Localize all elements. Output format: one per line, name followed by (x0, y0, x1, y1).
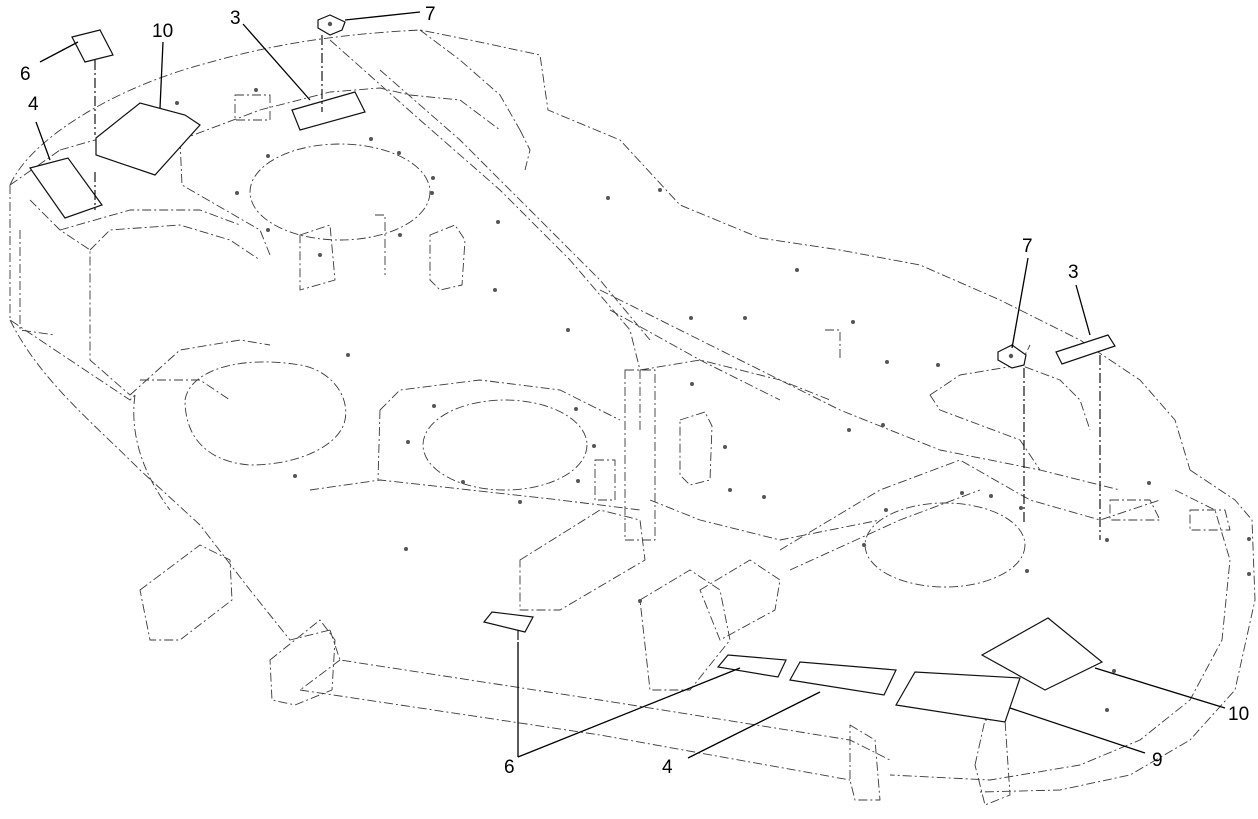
decal-9-bottom (895, 671, 1021, 723)
callouts: 3 7 6 10 4 7 3 10 9 4 6 (20, 4, 1249, 778)
callout-3-right: 3 (1068, 262, 1079, 283)
callout-10-top: 10 (152, 21, 173, 42)
leader-lines (35, 11, 1226, 759)
bolt-holes (175, 88, 1251, 712)
callout-4-top: 4 (28, 94, 39, 115)
spindle-openings (184, 143, 1026, 588)
callout-3-top: 3 (230, 8, 241, 29)
callout-9-bottom: 9 (1152, 750, 1163, 771)
callout-7-top: 7 (425, 4, 436, 25)
decal-6-front (716, 654, 787, 678)
callout-6-top: 6 (20, 64, 31, 85)
mower-deck-outline (9, 29, 1256, 806)
callout-4-bottom: 4 (662, 757, 673, 778)
decals (29, 14, 1116, 723)
center-spindle-opening (422, 399, 588, 491)
callout-10-right: 10 (1228, 704, 1249, 725)
decal-6-bottom (482, 611, 534, 633)
left-spindle-opening (249, 143, 431, 241)
decal-4-top (29, 157, 103, 219)
decal-6-top (71, 29, 114, 63)
decal-10-right (980, 617, 1104, 691)
decal-3-right (1055, 334, 1116, 365)
decal-10-top (95, 102, 201, 176)
callout-7-right: 7 (1022, 236, 1033, 257)
decal-3-top (291, 91, 366, 131)
right-spindle-opening (864, 502, 1026, 588)
callout-6-bottom: 6 (504, 757, 515, 778)
decal-4-bottom (789, 661, 897, 696)
